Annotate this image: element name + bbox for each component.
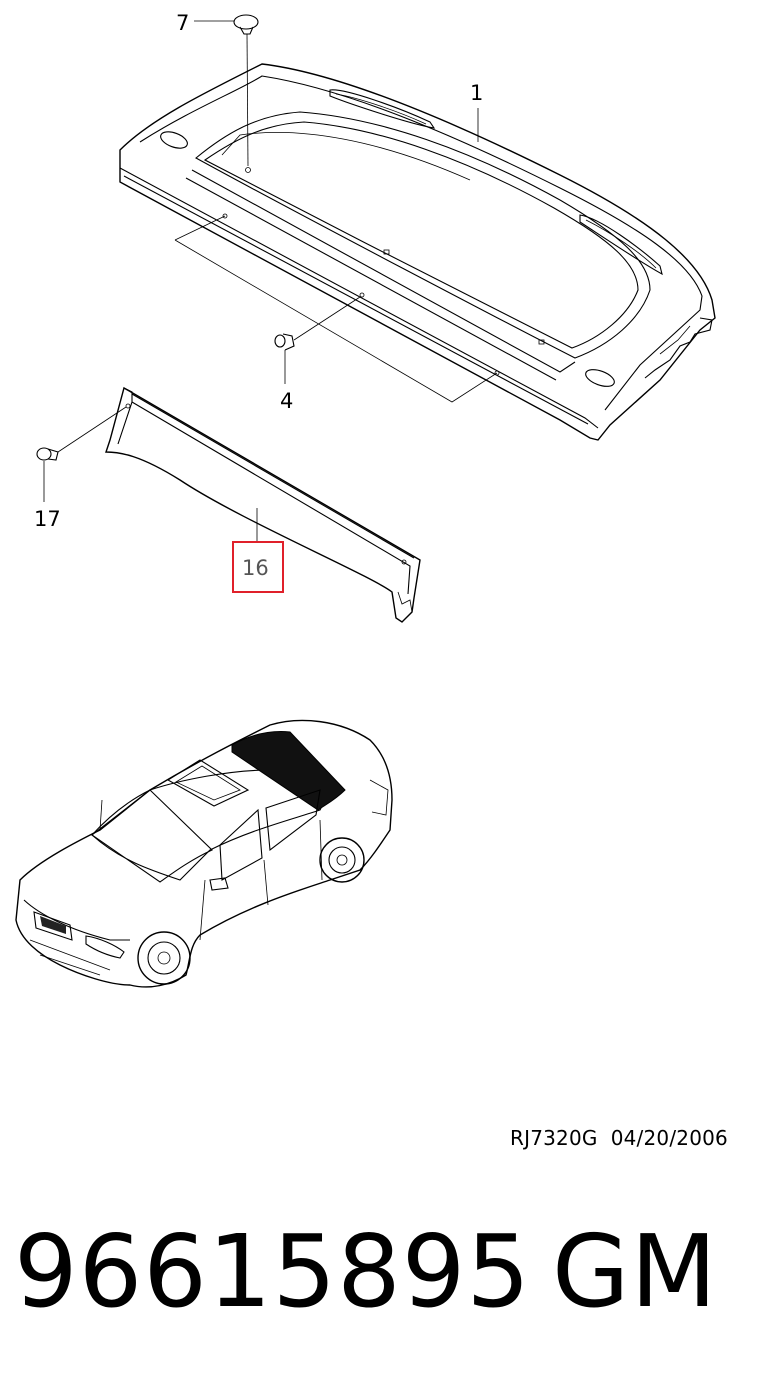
drawing-code: RJ7320G 04/20/2006 xyxy=(510,1126,728,1150)
part-number: 96615895 xyxy=(14,1213,531,1330)
callout-1: 1 xyxy=(470,81,483,105)
highlight-box xyxy=(232,541,284,593)
car-locator-illustration xyxy=(15,719,393,988)
clip-7 xyxy=(194,14,259,167)
trim-panel-16 xyxy=(105,386,421,623)
callout-17: 17 xyxy=(34,507,61,531)
brand-label: GM xyxy=(552,1213,718,1330)
callout-16: 16 xyxy=(242,556,269,580)
callout-4: 4 xyxy=(280,389,293,413)
package-tray xyxy=(119,63,716,441)
callout-7: 7 xyxy=(176,11,189,35)
clip-4 xyxy=(274,296,361,384)
screw-17 xyxy=(36,406,127,502)
